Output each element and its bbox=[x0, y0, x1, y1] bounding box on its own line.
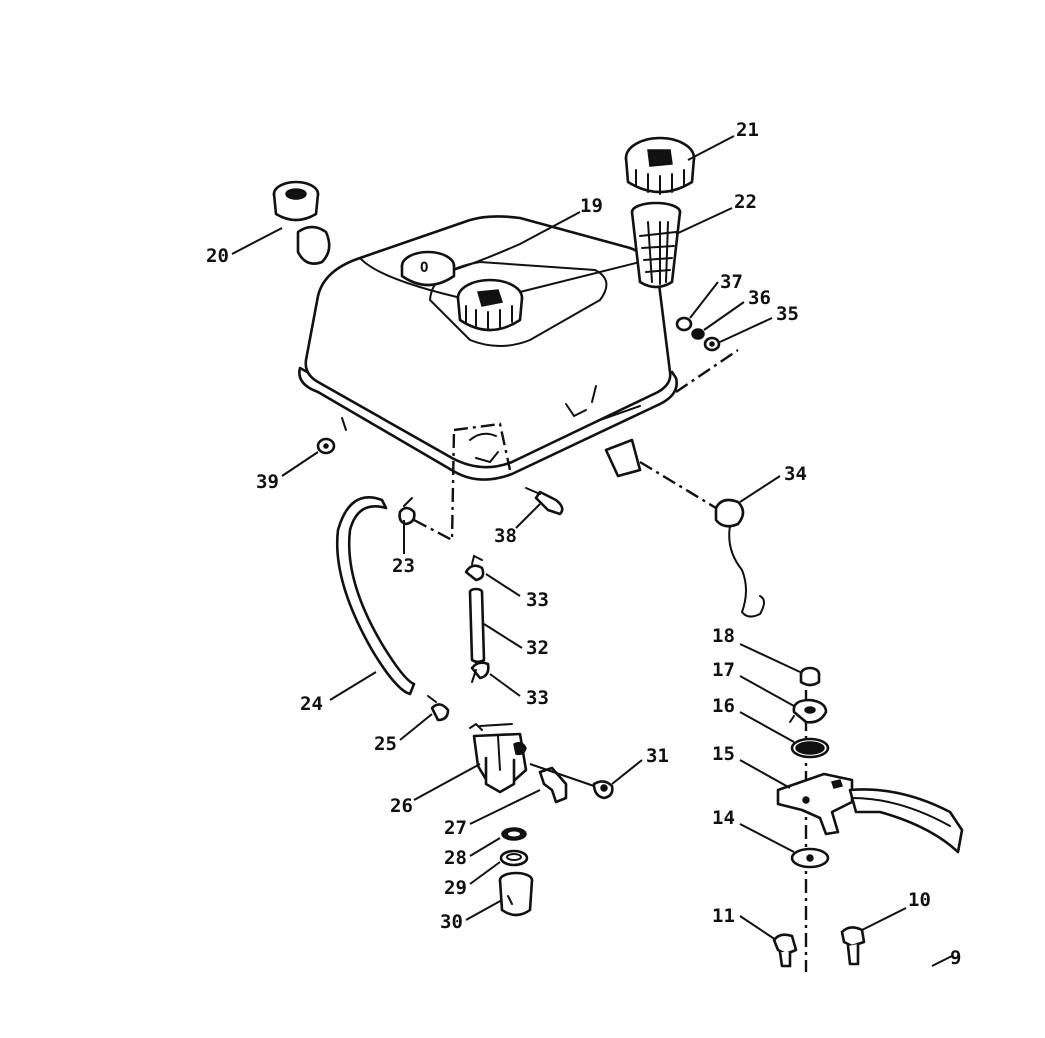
callout-31: 31 bbox=[646, 745, 669, 767]
strainer-part bbox=[630, 201, 682, 289]
callout-32: 32 bbox=[526, 637, 549, 659]
leader-lines bbox=[231, 135, 953, 967]
filler-cap-part bbox=[624, 136, 696, 195]
fuel-gauge-part bbox=[272, 180, 331, 265]
bracket-15-part bbox=[776, 772, 964, 854]
callout-20: 20 bbox=[206, 245, 229, 267]
washer-14-part bbox=[790, 847, 830, 869]
callout-21: 21 bbox=[736, 119, 759, 141]
clamp-23-part bbox=[398, 429, 456, 542]
callout-25: 25 bbox=[374, 733, 397, 755]
callout-9: 9 bbox=[950, 947, 961, 969]
fuel-cock-part bbox=[469, 722, 528, 794]
callout-15: 15 bbox=[712, 743, 735, 765]
fuel-hose-part bbox=[335, 496, 416, 696]
callout-26: 26 bbox=[390, 795, 413, 817]
callout-24: 24 bbox=[300, 693, 323, 715]
bolt-11-part bbox=[772, 933, 798, 968]
washer-36 bbox=[691, 328, 705, 340]
callout-18: 18 bbox=[712, 625, 735, 647]
callout-30: 30 bbox=[440, 911, 463, 933]
clamp-33-lower-part bbox=[470, 661, 490, 683]
callout-39: 39 bbox=[256, 471, 279, 493]
callout-19: 19 bbox=[580, 195, 603, 217]
callout-33-lower: 33 bbox=[526, 687, 549, 709]
screw-31-part bbox=[592, 780, 614, 800]
washer-37 bbox=[675, 316, 693, 332]
callout-labels: 9 10 11 14 15 16 17 18 19 20 21 22 23 24… bbox=[206, 119, 961, 969]
bolt-38-part bbox=[525, 487, 564, 516]
tank-filler-cap bbox=[456, 278, 524, 332]
callout-34: 34 bbox=[784, 463, 807, 485]
callout-27: 27 bbox=[444, 817, 467, 839]
sender-wire-part bbox=[604, 438, 765, 618]
callout-28: 28 bbox=[444, 847, 467, 869]
ring-29-part bbox=[499, 849, 529, 867]
callout-35: 35 bbox=[776, 303, 799, 325]
callout-38: 38 bbox=[494, 525, 517, 547]
callout-17: 17 bbox=[712, 659, 735, 681]
fuel-pipe-32-part bbox=[468, 587, 486, 664]
fuel-tank bbox=[298, 215, 678, 481]
grommet-part bbox=[316, 417, 347, 455]
callout-22: 22 bbox=[734, 191, 757, 213]
nut-18-part bbox=[799, 666, 821, 687]
bolt-10-part bbox=[840, 926, 866, 966]
sediment-cup-part bbox=[498, 871, 534, 917]
tank-vent-cap: O bbox=[400, 250, 456, 287]
svg-text:O: O bbox=[420, 260, 428, 276]
callout-16: 16 bbox=[712, 695, 735, 717]
oring-28-part bbox=[501, 827, 527, 841]
callout-14: 14 bbox=[712, 807, 735, 829]
callout-29: 29 bbox=[444, 877, 467, 899]
clamp-25-part bbox=[427, 695, 450, 722]
callout-11: 11 bbox=[712, 905, 735, 927]
callout-36: 36 bbox=[748, 287, 771, 309]
washer-16-part bbox=[790, 737, 830, 759]
washer-35 bbox=[703, 336, 721, 352]
callout-10: 10 bbox=[908, 889, 931, 911]
clamp-33-upper-part bbox=[464, 554, 485, 582]
callout-23: 23 bbox=[392, 555, 415, 577]
lever-27-part bbox=[538, 766, 568, 804]
spring-washer-17-part bbox=[789, 698, 828, 724]
callout-37: 37 bbox=[720, 271, 743, 293]
callout-33-upper: 33 bbox=[526, 589, 549, 611]
